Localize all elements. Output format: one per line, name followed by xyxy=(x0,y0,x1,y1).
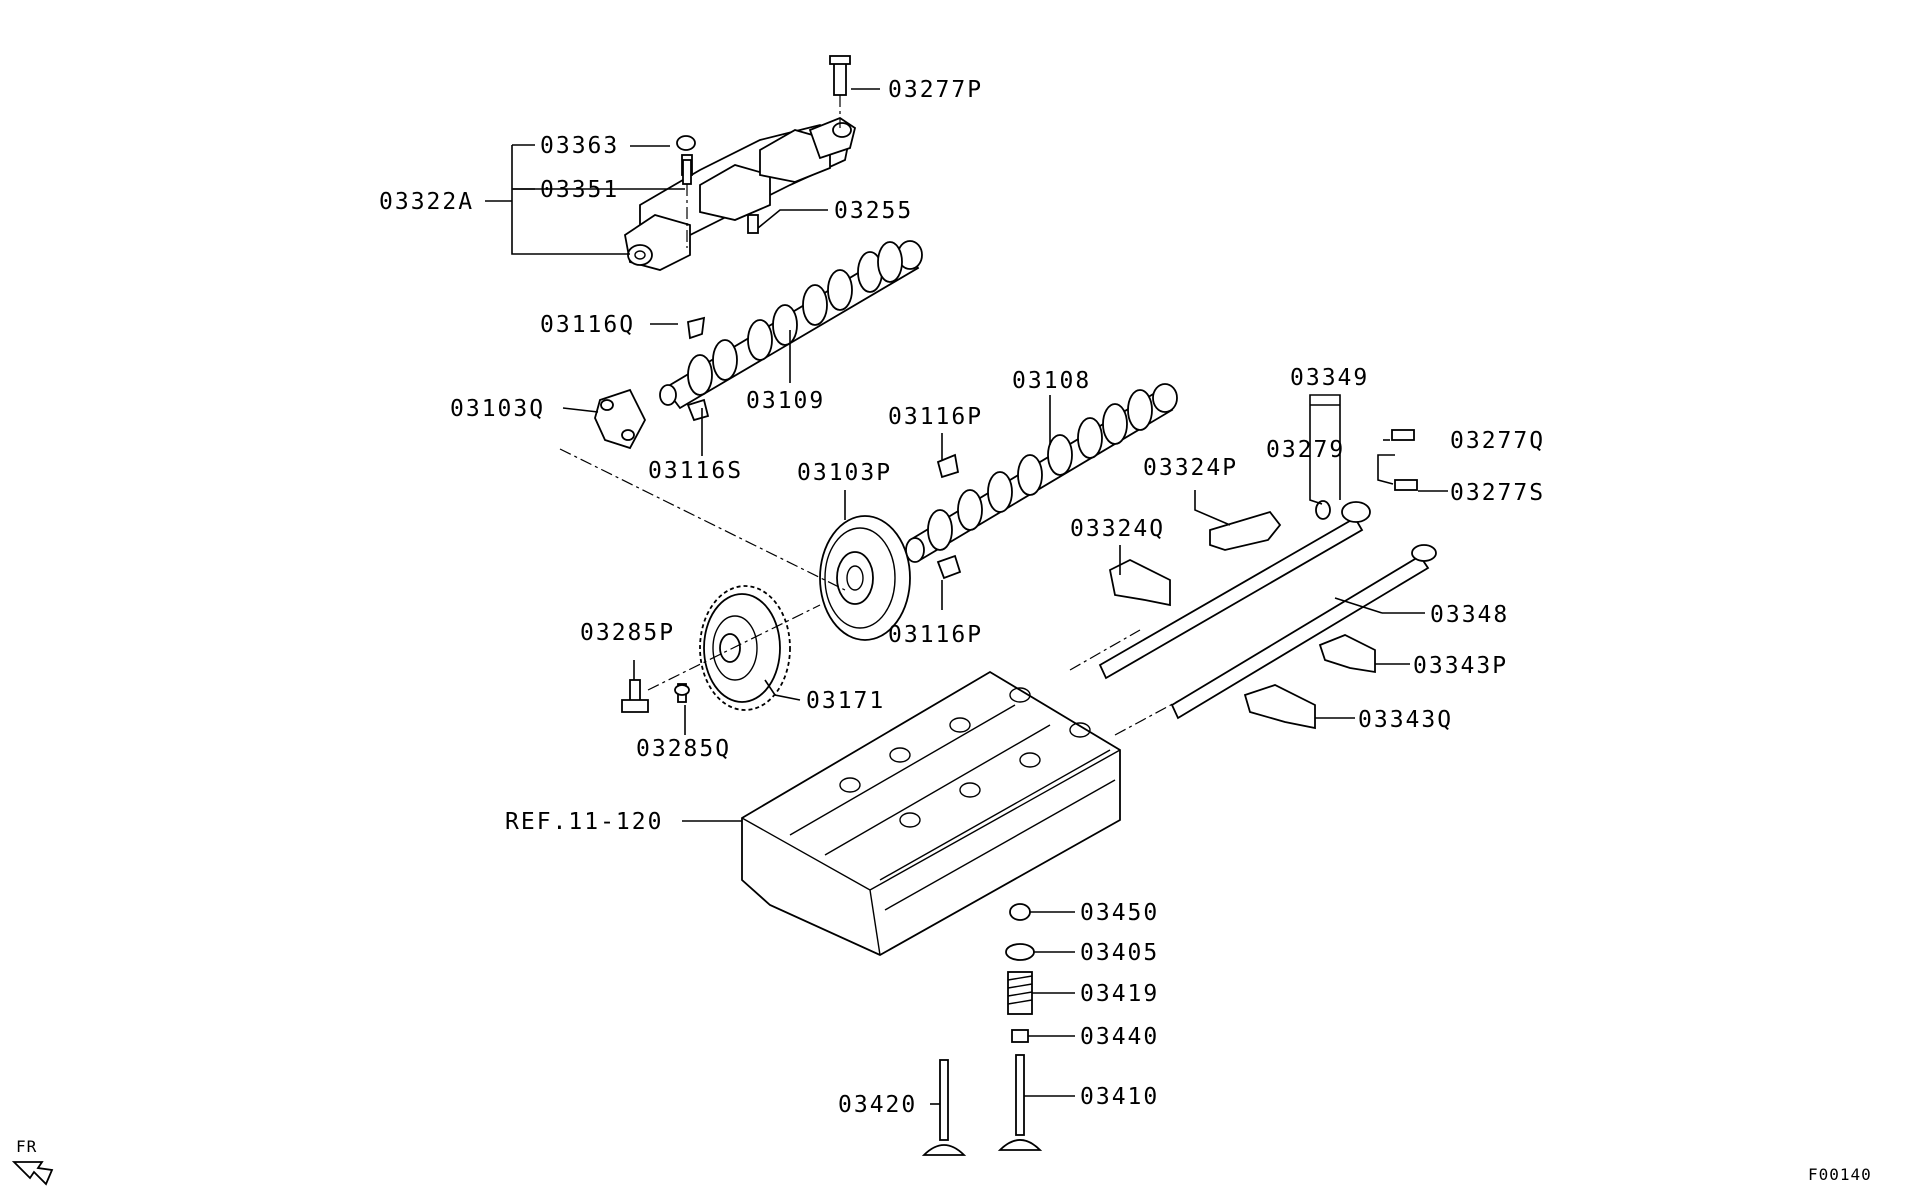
rocker-shaft-03348 xyxy=(1170,544,1437,720)
label-03405: 03405 xyxy=(1080,940,1159,966)
label-03116Q: 03116Q xyxy=(540,312,635,338)
cylinder-head xyxy=(741,670,1121,957)
label-03349: 03349 xyxy=(1290,365,1369,391)
front-direction-indicator: FR xyxy=(11,1137,54,1186)
bolt-03277S xyxy=(1394,479,1418,491)
hub-03103Q xyxy=(594,388,647,450)
stud-03351 xyxy=(682,159,692,185)
bolt-03285Q xyxy=(674,683,690,703)
label-03420: 03420 xyxy=(838,1092,917,1118)
bearing-03116S xyxy=(686,398,710,422)
label-03343Q: 03343Q xyxy=(1358,707,1453,733)
label-03324P: 03324P xyxy=(1143,455,1238,481)
bearing-03116P-bottom xyxy=(936,554,962,580)
bearing-03116P-top xyxy=(936,453,960,479)
valve-spring-03419 xyxy=(1007,971,1033,1015)
label-03348: 03348 xyxy=(1430,602,1509,628)
label-03277S: 03277S xyxy=(1450,480,1545,506)
label-03343P: 03343P xyxy=(1413,653,1508,679)
label-ref-11-120: REF.11-120 xyxy=(505,809,663,835)
label-03450: 03450 xyxy=(1080,900,1159,926)
spring-seat-03405 xyxy=(1005,943,1035,961)
label-03255: 03255 xyxy=(834,198,913,224)
label-03410: 03410 xyxy=(1080,1084,1159,1110)
label-03103P: 03103P xyxy=(797,460,892,486)
front-arrow-icon xyxy=(11,1161,54,1186)
figure-id: F00140 xyxy=(1808,1165,1872,1184)
nut-03363 xyxy=(676,135,696,151)
part-labels: 03277P 03363 03351 03322A 03255 03116Q 0… xyxy=(379,77,1545,1118)
bolt-03285P xyxy=(621,679,649,713)
label-03351: 03351 xyxy=(540,177,619,203)
valve-03410 xyxy=(997,1054,1043,1151)
valve-03420 xyxy=(921,1059,967,1156)
label-03277Q: 03277Q xyxy=(1450,428,1545,454)
label-03363: 03363 xyxy=(540,133,619,159)
label-03171: 03171 xyxy=(806,688,885,714)
timing-gear-03171 xyxy=(699,585,791,711)
label-03277P: 03277P xyxy=(888,77,983,103)
label-03108: 03108 xyxy=(1012,368,1091,394)
rocker-arm-03343Q xyxy=(1243,684,1316,730)
rocker-arm-03324Q xyxy=(1108,558,1171,607)
rocker-arm-03324P xyxy=(1209,510,1282,551)
label-03116S: 03116S xyxy=(648,458,743,484)
camshaft-03109 xyxy=(659,240,923,410)
rocker-shaft-03349 xyxy=(1098,501,1371,680)
front-label: FR xyxy=(16,1137,37,1156)
label-03285Q: 03285Q xyxy=(636,736,731,762)
bearing-03116Q xyxy=(687,316,706,340)
label-03322A: 03322A xyxy=(379,189,474,215)
bearing-cap-assembly xyxy=(624,116,857,271)
leader-lines xyxy=(485,88,1448,1105)
seal-03440 xyxy=(1011,1029,1029,1043)
label-03440: 03440 xyxy=(1080,1024,1159,1050)
label-03285P: 03285P xyxy=(580,620,675,646)
bolt-03277Q xyxy=(1391,429,1415,441)
label-03324Q: 03324Q xyxy=(1070,516,1165,542)
bolt-03277P xyxy=(829,55,851,128)
camshaft-03108 xyxy=(905,383,1178,563)
label-03103Q: 03103Q xyxy=(450,396,545,422)
oring-03279 xyxy=(1315,500,1331,520)
sprocket-hub-03103P xyxy=(819,515,911,641)
label-03279: 03279 xyxy=(1266,437,1345,463)
label-03116P-top: 03116P xyxy=(888,404,983,430)
label-03116P-bottom: 03116P xyxy=(888,622,983,648)
retainer-03450 xyxy=(1009,903,1031,921)
rocker-arm-03343P xyxy=(1318,634,1376,674)
label-03109: 03109 xyxy=(746,388,825,414)
label-03419: 03419 xyxy=(1080,981,1159,1007)
